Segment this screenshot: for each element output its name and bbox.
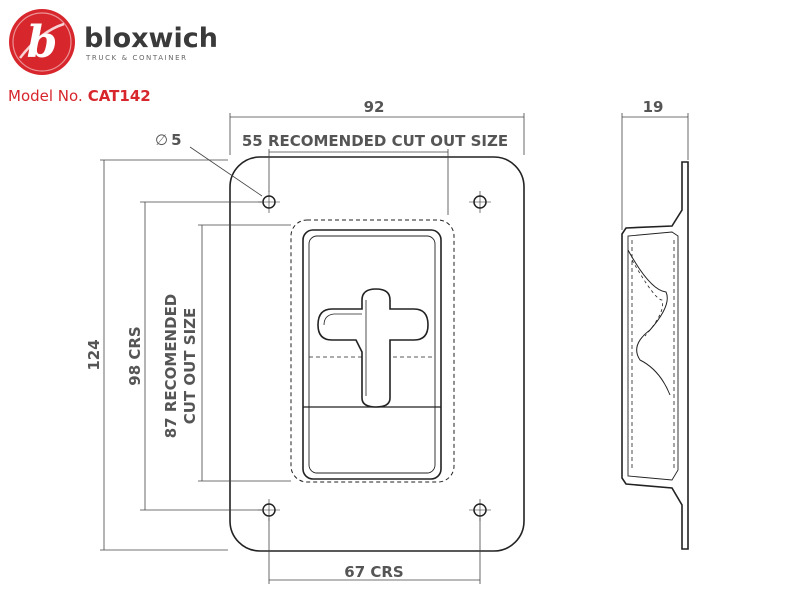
mounting-hole-top-right <box>469 191 491 213</box>
diameter-symbol: ∅ <box>155 131 168 149</box>
t-handle <box>317 288 429 408</box>
brand-logo: b <box>9 9 75 75</box>
hole-centres-vertical-label: 98 CRS <box>126 326 144 385</box>
hole-diameter-label: ∅5 <box>155 131 182 149</box>
overall-height-label: 124 <box>85 339 103 370</box>
recess-pan <box>302 229 442 480</box>
recess-outline <box>290 219 455 483</box>
mounting-hole-top-left <box>258 191 280 213</box>
logo-letter: b <box>27 17 58 68</box>
dimension-lines <box>100 113 689 584</box>
depth-label: 19 <box>643 98 664 116</box>
cutout-height-label-line1: 87 RECOMENDED <box>162 294 180 439</box>
side-profile <box>621 161 689 550</box>
mounting-plate <box>229 156 525 552</box>
hole-centres-horizontal-label: 67 CRS <box>344 563 403 581</box>
cutout-width-label: 55 RECOMENDED CUT OUT SIZE <box>242 132 508 150</box>
cutout-height-label-line2: CUT OUT SIZE <box>181 308 199 425</box>
model-label-line: Model No. CAT142 <box>8 87 151 105</box>
model-label: Model No. <box>8 87 83 105</box>
side-view <box>621 161 689 550</box>
brand-tagline: TRUCK & CONTAINER <box>85 54 188 62</box>
overall-width-label: 92 <box>364 98 385 116</box>
recess-inner <box>308 235 436 474</box>
brand-name: bloxwich <box>84 23 218 54</box>
model-number: CAT142 <box>88 87 151 105</box>
hole-diameter-value: 5 <box>171 131 181 149</box>
front-view <box>229 156 525 552</box>
mounting-hole-bottom-right <box>469 499 491 521</box>
